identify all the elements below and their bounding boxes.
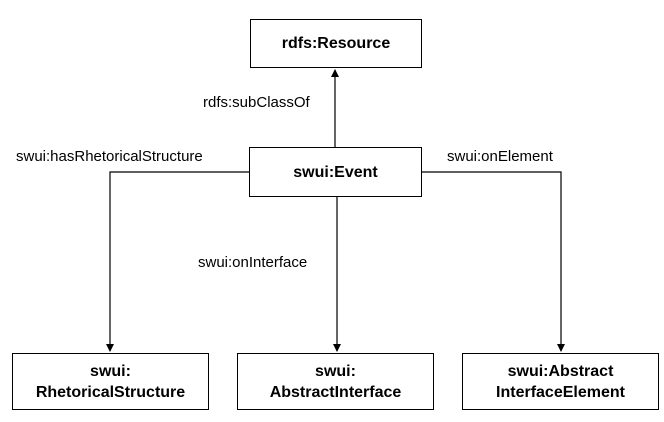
node-label-line-1: swui:: [315, 362, 356, 380]
node-label-line-2: InterfaceElement: [496, 383, 625, 401]
rhetorical-edge: [106, 171, 250, 352]
edge-label-on-element: swui:onElement: [447, 148, 553, 165]
edge-label-on-interface: swui:onInterface: [198, 254, 308, 271]
edge-label-subclassof: rdfs:subClassOf: [203, 94, 310, 111]
node-label: swui:Event: [293, 163, 378, 181]
element-edge: [421, 171, 565, 352]
node-label-line-1: swui:: [90, 362, 131, 380]
node-swui-event: swui:Event: [249, 147, 422, 197]
node-label-line-2: AbstractInterface: [269, 383, 402, 401]
edge-label-has-rhetorical-structure: swui:hasRhetoricalStructure: [16, 148, 203, 165]
node-rhetorical-structure: swui: RhetoricalStructure: [12, 353, 209, 410]
node-label: rdfs:Resource: [281, 35, 391, 52]
node-abstract-interface-element: swui:Abstract InterfaceElement: [462, 353, 659, 410]
node-rdfs-resource: rdfs:Resource: [250, 19, 422, 68]
node-label-line-2: RhetoricalStructure: [35, 383, 186, 401]
node-label-line-1: swui:Abstract: [507, 362, 614, 380]
node-abstract-interface: swui: AbstractInterface: [237, 353, 434, 410]
